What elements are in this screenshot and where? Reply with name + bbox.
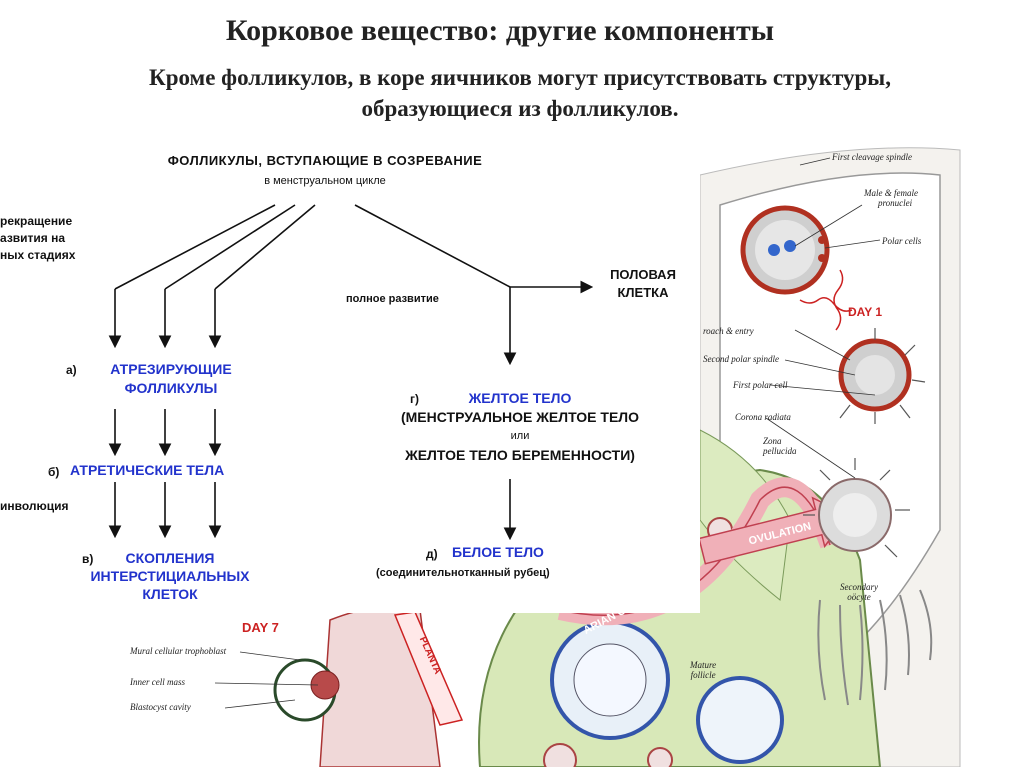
subtitle-line-2: образующиеся из фолликулов.	[361, 96, 679, 121]
germ-cell-label: ПОЛОВАЯ КЛЕТКА	[596, 266, 690, 302]
flow-header-1: ФОЛЛИКУЛЫ, ВСТУПАЮЩИЕ В СОЗРЕВАНИЕ	[167, 153, 483, 168]
germ-line-1: ПОЛОВАЯ	[610, 267, 676, 282]
polar-cell-2	[818, 254, 826, 262]
pronucleus-2	[784, 240, 796, 252]
follicle-fate-flowchart: ФОЛЛИКУЛЫ, ВСТУПАЮЩИЕ В СОЗРЕВАНИЕ в мен…	[0, 147, 700, 613]
pronucleus-1	[768, 244, 780, 256]
label-first-cleavage: First cleavage spindle	[832, 152, 912, 162]
follicle-small-2	[647, 747, 673, 767]
atretic-prefix: б)	[48, 465, 60, 479]
stop-label: рекращение азвития на ных стадиях	[0, 213, 75, 264]
label-day7: DAY 7	[242, 620, 279, 635]
flow-header-2: в менструальном цикле	[264, 175, 386, 187]
label-polar-cells: Polar cells	[882, 236, 922, 246]
label-pronuclei-2: pronuclei	[878, 198, 913, 208]
corona-spikes	[803, 328, 926, 558]
corpus-albicans-label: БЕЛОЕ ТЕЛО	[452, 544, 544, 560]
interstitial-line-3: КЛЕТОК	[142, 586, 198, 602]
label-secondary-1: Secondary	[840, 582, 878, 592]
leader-lines	[765, 157, 881, 479]
label-corona: Corona radiata	[735, 412, 791, 422]
label-secondary-oocyte: Secondary oöcyte	[840, 582, 878, 602]
label-zona-2: pellucida	[763, 446, 797, 456]
arrow-to-stop-2	[164, 204, 296, 290]
label-mature-1: Mature	[690, 660, 717, 670]
label-day1: DAY 1	[848, 305, 883, 319]
label-inner-mass: Inner cell mass	[130, 677, 185, 687]
subtitle-line-1: Кроме фолликулов, в коре яичников могут …	[149, 65, 891, 90]
corpus-luteum-line-3: или	[510, 430, 530, 442]
atresia-label: АТРЕЗИРУЮЩИЕ ФОЛЛИКУЛЫ	[82, 360, 260, 398]
label-second-polar: Second polar spindle	[703, 354, 779, 364]
label-secondary-2: oöcyte	[847, 592, 871, 602]
label-mature-2: follicle	[690, 670, 716, 680]
label-first-polar: First polar cell	[733, 380, 788, 390]
planta-band	[393, 611, 464, 726]
label-approach: roach & entry	[703, 326, 754, 336]
stop-line-3: ных стадиях	[0, 248, 76, 262]
flowchart-arrows	[108, 204, 594, 541]
germ-line-2: КЛЕТКА	[617, 285, 669, 300]
corpus-luteum-label: ЖЕЛТОЕ ТЕЛО (МЕНСТРУАЛЬНОЕ ЖЕЛТОЕ ТЕЛО и…	[350, 389, 690, 465]
corpus-albicans-prefix: д)	[426, 547, 438, 561]
arrow-to-full	[354, 204, 511, 288]
label-pronuclei: Male & female pronuclei	[864, 188, 918, 208]
sperm-path-1	[833, 269, 844, 331]
follicle-mature	[696, 676, 784, 764]
label-zona-1: Zona	[763, 436, 782, 446]
interstitial-label: СКОПЛЕНИЯ ИНТЕРСТИЦИАЛЬНЫХ КЛЕТОК	[60, 549, 280, 603]
fimbriae	[817, 589, 933, 706]
follicle-large-inner	[573, 643, 647, 717]
interstitial-line-1: СКОПЛЕНИЯ	[125, 550, 215, 566]
corpus-luteum-line-4: ЖЕЛТОЕ ТЕЛО БЕРЕМЕННОСТИ)	[405, 447, 635, 463]
interstitial-line-2: ИНТЕРСТИЦИАЛЬНЫХ	[90, 568, 250, 584]
interstitial-prefix: в)	[82, 552, 94, 566]
corpus-luteum-line-2: (МЕНСТРУАЛЬНОЕ ЖЕЛТОЕ ТЕЛО	[400, 409, 640, 425]
label-mature-follicle: Mature follicle	[690, 660, 716, 680]
label-zona: Zona pellucida	[763, 436, 797, 456]
blastocyst-leaders	[214, 651, 319, 709]
slide-subtitle: Кроме фолликулов, в коре яичников могут …	[40, 62, 1000, 124]
polar-cell-1	[818, 236, 826, 244]
atretic-bodies-label: АТРЕТИЧЕСКИЕ ТЕЛА	[70, 462, 225, 478]
label-blastocyst: Blastocyst cavity	[130, 702, 191, 712]
scar-label: (соединительнотканный рубец)	[376, 567, 550, 579]
sperm-path-2	[799, 297, 853, 312]
corpus-luteum-line-1: ЖЕЛТОЕ ТЕЛО	[468, 390, 572, 406]
stop-line-1: рекращение	[0, 214, 73, 228]
atresia-prefix: а)	[66, 363, 77, 377]
follicle-small-1	[543, 743, 577, 767]
stop-line-2: азвития на	[0, 231, 66, 245]
arrow-to-stop-1	[114, 204, 276, 290]
corpus-luteum-prefix: г)	[410, 392, 419, 406]
label-pronuclei-1: Male & female	[864, 188, 918, 198]
atresia-line-2: ФОЛЛИКУЛЫ	[124, 380, 218, 396]
involution-label: инволюция	[0, 499, 69, 513]
atresia-line-1: АТРЕЗИРУЮЩИЕ	[110, 361, 232, 377]
arrow-to-stop-3	[214, 204, 316, 290]
label-mural: Mural cellular trophoblast	[130, 646, 227, 656]
slide-title: Корковое вещество: другие компоненты	[225, 14, 775, 47]
full-development-label: полное развитие	[346, 293, 439, 305]
